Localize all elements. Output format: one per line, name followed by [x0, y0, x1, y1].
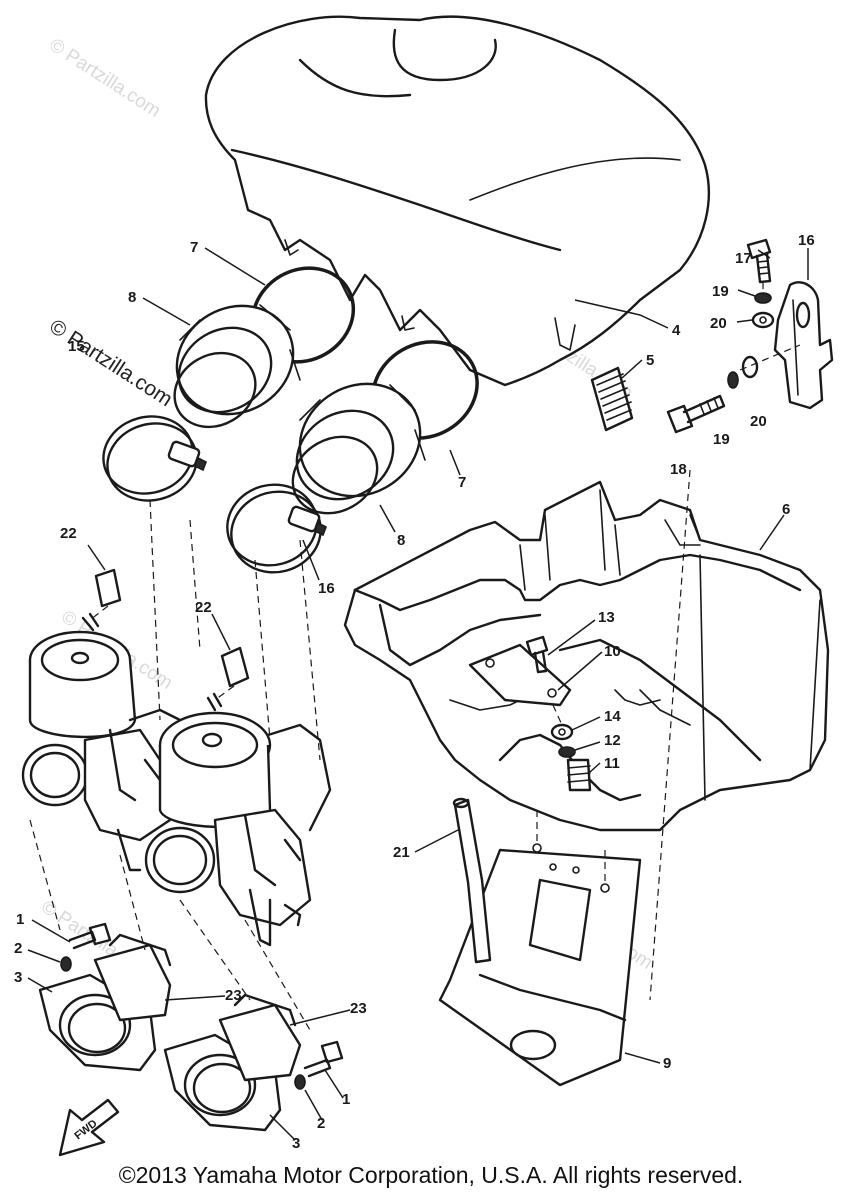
joint-lower: [291, 382, 426, 515]
washer-14: [550, 723, 574, 741]
intake-manifolds: [29, 499, 344, 1132]
callout-label: 9: [663, 1055, 671, 1072]
callout-label: 16: [318, 580, 335, 597]
carburetor-left: [21, 630, 192, 842]
callout-label: 8: [397, 532, 405, 549]
carburetor-caps: [81, 568, 250, 712]
manifold-right: [163, 993, 344, 1132]
cap-right: [206, 646, 250, 712]
washer-20b: [741, 355, 759, 379]
joints: [173, 304, 426, 515]
carburetor-right: [144, 711, 332, 947]
callout-label: 23: [350, 1000, 367, 1017]
manifold-left: [38, 922, 172, 1072]
air-filter-element: [590, 366, 634, 432]
fwd-arrow-icon: FWD: [58, 1098, 120, 1157]
clamp-lower: [226, 483, 328, 574]
callout-label: 16: [798, 232, 815, 249]
bracket-hardware: [666, 238, 834, 434]
joint-upper: [173, 304, 301, 429]
callout-label: 4: [672, 322, 681, 339]
callout-label: 7: [458, 474, 466, 491]
callouts: 7 8 7 8 4 5 6 17 16 19 20 19 20 18 16 22…: [14, 232, 815, 1152]
callout-label: 10: [604, 643, 621, 660]
callout-label: 2: [14, 940, 22, 957]
callout-label: 14: [604, 708, 621, 725]
callout-label: 11: [604, 755, 620, 772]
callout-label: 17: [735, 250, 752, 267]
callout-label: 3: [14, 969, 22, 986]
linkage-rod: [116, 828, 142, 872]
callout-label: 12: [604, 732, 621, 749]
bolt-1-right: [303, 1040, 344, 1078]
lock-washer-19b: [727, 371, 739, 389]
bolt-1-left: [68, 922, 112, 950]
watermark-strong: © Partzilla.com: [45, 315, 176, 411]
cap-left: [81, 568, 122, 632]
callout-label: 2: [317, 1115, 325, 1132]
callout-label: 13: [598, 609, 615, 626]
callout-label: 20: [750, 413, 767, 430]
bolt-18: [666, 394, 726, 434]
callout-label: 1: [342, 1091, 350, 1108]
callout-label: 21: [393, 844, 410, 861]
callout-label: 19: [712, 283, 729, 300]
carburetors: [21, 630, 332, 947]
lock-washer-19: [754, 292, 772, 304]
washer-20: [751, 311, 775, 329]
nut-12: [558, 746, 576, 758]
plate-10: [468, 643, 572, 707]
callout-label: 5: [646, 352, 654, 369]
callout-label: 19: [713, 431, 730, 448]
leader-lines: [27, 247, 809, 1141]
callout-label: 6: [782, 501, 790, 518]
case-hardware: [468, 635, 592, 792]
callout-label: 8: [128, 289, 136, 306]
air-cleaner-case: [343, 480, 830, 832]
callout-label: 3: [292, 1135, 300, 1152]
copyright-notice: ©2013 Yamaha Motor Corporation, U.S.A. A…: [118, 1162, 744, 1188]
callout-label: 18: [670, 461, 687, 478]
hose-clamps: [102, 415, 328, 574]
callout-label: 15: [68, 338, 85, 355]
callout-label: 7: [190, 239, 198, 256]
callout-label: 20: [710, 315, 727, 332]
watermark: © Partzilla.com: [45, 35, 164, 122]
callout-label: 22: [60, 525, 77, 542]
callout-label: 1: [16, 911, 24, 928]
callout-label: 23: [225, 987, 242, 1004]
mounting-plate: [438, 469, 691, 1087]
air-cleaner-cover: [204, 15, 711, 387]
bolt-13: [525, 635, 549, 674]
clamp-upper: [102, 415, 208, 502]
bracket: [773, 281, 834, 410]
callout-label: 22: [195, 599, 212, 616]
breather-hose: [452, 797, 492, 964]
